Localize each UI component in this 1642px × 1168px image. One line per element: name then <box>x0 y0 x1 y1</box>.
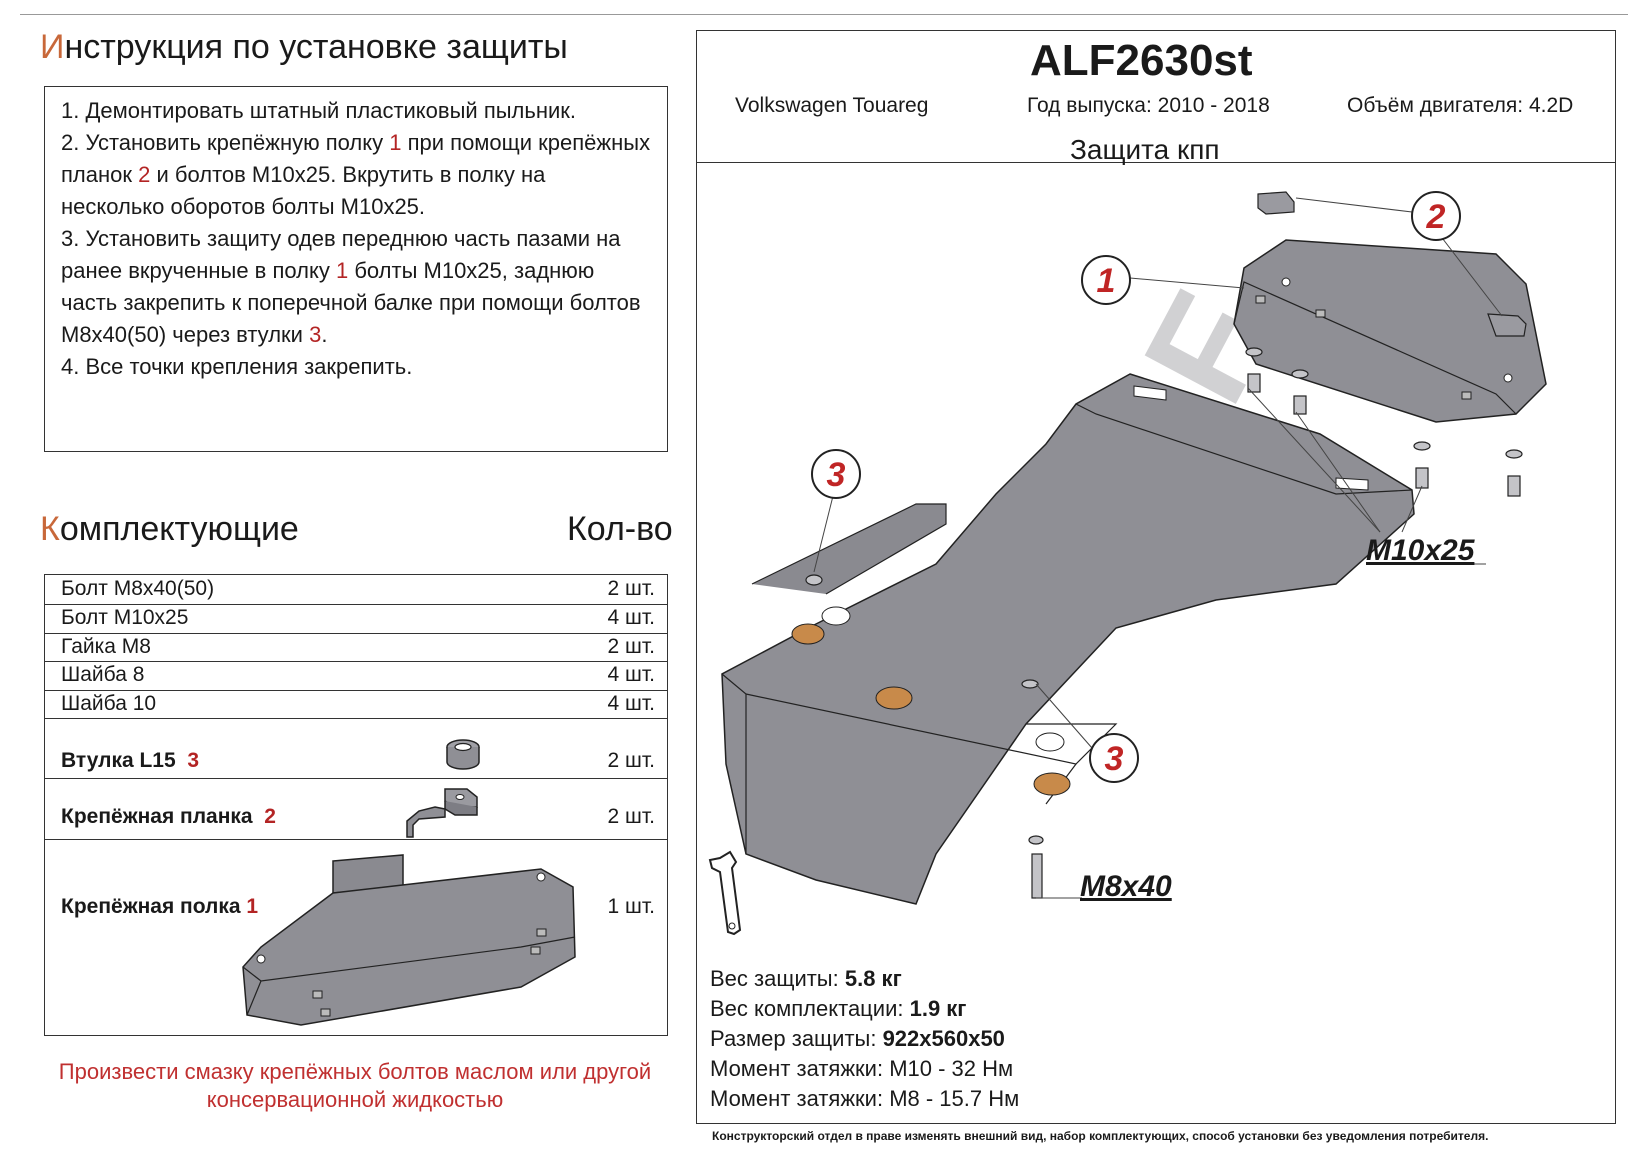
qty-header: Кол-во <box>567 510 673 548</box>
part-ref-2: 2 <box>264 805 276 828</box>
production-years: Год выпуска: 2010 - 2018 <box>1027 94 1270 117</box>
part-ref-1: 1 <box>246 895 259 918</box>
spec-label: Вес комплектации: <box>710 996 910 1021</box>
kit-title-initial: К <box>40 510 60 548</box>
title-initial: И <box>40 28 65 66</box>
divider <box>45 690 667 691</box>
specs-block: Вес защиты: 5.8 кг Вес комплектации: 1.9… <box>710 964 1019 1114</box>
wrench-icon <box>708 850 742 936</box>
kit-item-name: Гайка М8 <box>61 635 151 658</box>
callout-3-label: 3 <box>827 456 846 494</box>
spec-label: Вес защиты: <box>710 966 845 991</box>
bolt-m8-label: M8x40 <box>1080 870 1172 903</box>
divider <box>45 778 667 779</box>
drawing-panel <box>696 30 1616 1124</box>
mounting-shelf <box>1233 239 1547 423</box>
kit-item-name: Болт М8х40(50) <box>61 577 215 600</box>
callout-3-left: 3 <box>811 449 861 499</box>
divider <box>45 718 667 719</box>
part-ref-2: 2 <box>138 162 151 187</box>
divider <box>45 633 667 634</box>
kit-item-qty: 1 шт. <box>607 895 656 918</box>
callout-3-right: 3 <box>1089 733 1139 783</box>
step-2-text-c: и болтов М10х25. Вкрутить в полку на нес… <box>61 162 546 219</box>
step-4: 4. Все точки крепления закрепить. <box>61 354 413 379</box>
kit-item-name: Шайба 8 <box>61 663 145 686</box>
step-3-text-b: болты М10х25, заднюю часть закрепить к п… <box>61 258 641 347</box>
instructions-box: 1. Демонтировать штатный пластиковый пыл… <box>44 86 668 452</box>
leader-lines <box>813 197 1503 901</box>
step-2-text-a: 2. Установить крепёжную полку <box>61 130 390 155</box>
shelf-name: Крепёжная полка <box>61 895 241 918</box>
step-3-text-c: . <box>321 322 328 347</box>
product-name: Защита кпп <box>1070 134 1220 165</box>
assembly-drawing: ALF <box>708 191 1547 936</box>
instructions-title: Инструкция по установке защиты <box>40 28 568 67</box>
kit-title-rest: омплектующие <box>59 510 299 548</box>
divider <box>45 839 667 840</box>
divider <box>45 604 667 605</box>
kit-item-qty: 4 шт. <box>607 692 656 715</box>
title-rest: нструкция по установке защиты <box>64 28 568 66</box>
product-code: ALF2630st <box>1030 36 1253 85</box>
kit-table: Болт М8х40(50) 2 шт. Болт М10х25 4 шт. Гай… <box>44 574 668 1036</box>
part-ref-1: 1 <box>389 130 402 155</box>
spec-torque-m10: Момент затяжки: М10 - 32 Нм <box>710 1056 1014 1081</box>
step-3: 3. Установить защиту одев переднюю часть… <box>61 223 653 351</box>
step-1: 1. Демонтировать штатный пластиковый пыл… <box>61 98 577 123</box>
bracket-part <box>1487 313 1527 337</box>
shelf-illustration <box>242 854 576 1026</box>
bushing-name: Втулка L15 <box>61 749 176 772</box>
bolt-m10-label: M10x25 <box>1366 534 1476 567</box>
spec-weight: Вес защиты: 5.8 кг <box>710 964 1019 994</box>
callout-3-label: 3 <box>1105 740 1124 778</box>
fasteners <box>805 347 1523 899</box>
spec-value: 922х560х50 <box>882 1026 1005 1051</box>
kit-item-name: Крепёжная планка 2 <box>61 805 276 829</box>
skid-plate <box>721 373 1415 905</box>
kit-item-qty: 2 шт. <box>607 577 656 600</box>
spec-torque-m8: Момент затяжки: М8 - 15.7 Нм <box>710 1086 1020 1111</box>
divider <box>45 661 667 662</box>
part-ref-1: 1 <box>335 258 349 283</box>
part-ref-3: 3 <box>187 749 200 772</box>
kit-item-qty: 2 шт. <box>607 749 656 772</box>
kit-title: Комплектующие <box>40 510 299 549</box>
step-3-text-a: 3. Установить защиту одев переднюю часть… <box>61 226 621 283</box>
bracket-name: Крепёжная планка <box>61 805 253 828</box>
kit-item-qty: 2 шт. <box>607 635 656 658</box>
kit-item-qty: 2 шт. <box>607 805 656 828</box>
spec-kit-weight: Вес комплектации: 1.9 кг <box>710 994 1019 1024</box>
step-2: 2. Установить крепёжную полку 1 при помо… <box>61 127 653 223</box>
callout-1: 1 <box>1081 255 1131 305</box>
kit-item-name: Болт М10х25 <box>61 606 189 629</box>
kit-item-name: Шайба 10 <box>61 692 157 715</box>
callout-2: 2 <box>1411 191 1461 241</box>
kit-item-name: Втулка L15 3 <box>61 749 199 773</box>
kit-item-qty: 4 шт. <box>607 663 656 686</box>
spec-value: 1.9 кг <box>909 996 967 1021</box>
engine-volume: Объём двигателя: 4.2D <box>1347 94 1574 117</box>
callout-2-label: 2 <box>1426 198 1446 236</box>
bushing-illustration <box>446 739 480 770</box>
kit-item-name: Крепёжная полка 1 <box>61 895 258 919</box>
spec-label: Размер защиты: <box>710 1026 883 1051</box>
lubrication-note: Произвести смазку крепёжных болтов масло… <box>58 1059 652 1112</box>
page-frame-top <box>20 14 1628 15</box>
spec-value: 5.8 кг <box>844 966 902 991</box>
step-2-text-b: при помощи крепёжных планок <box>61 130 651 187</box>
callout-1-label: 1 <box>1097 262 1116 300</box>
part-ref-3: 3 <box>309 322 322 347</box>
bracket-part <box>1257 191 1295 215</box>
header-divider <box>696 162 1616 163</box>
bracket-illustration <box>406 788 478 838</box>
disclaimer: Конструкторский отдел в праве изменять в… <box>712 1129 1489 1143</box>
vehicle-model: Volkswagen Touareg <box>735 94 929 117</box>
kit-item-qty: 4 шт. <box>607 606 656 629</box>
spec-size: Размер защиты: 922х560х50 <box>710 1024 1019 1054</box>
